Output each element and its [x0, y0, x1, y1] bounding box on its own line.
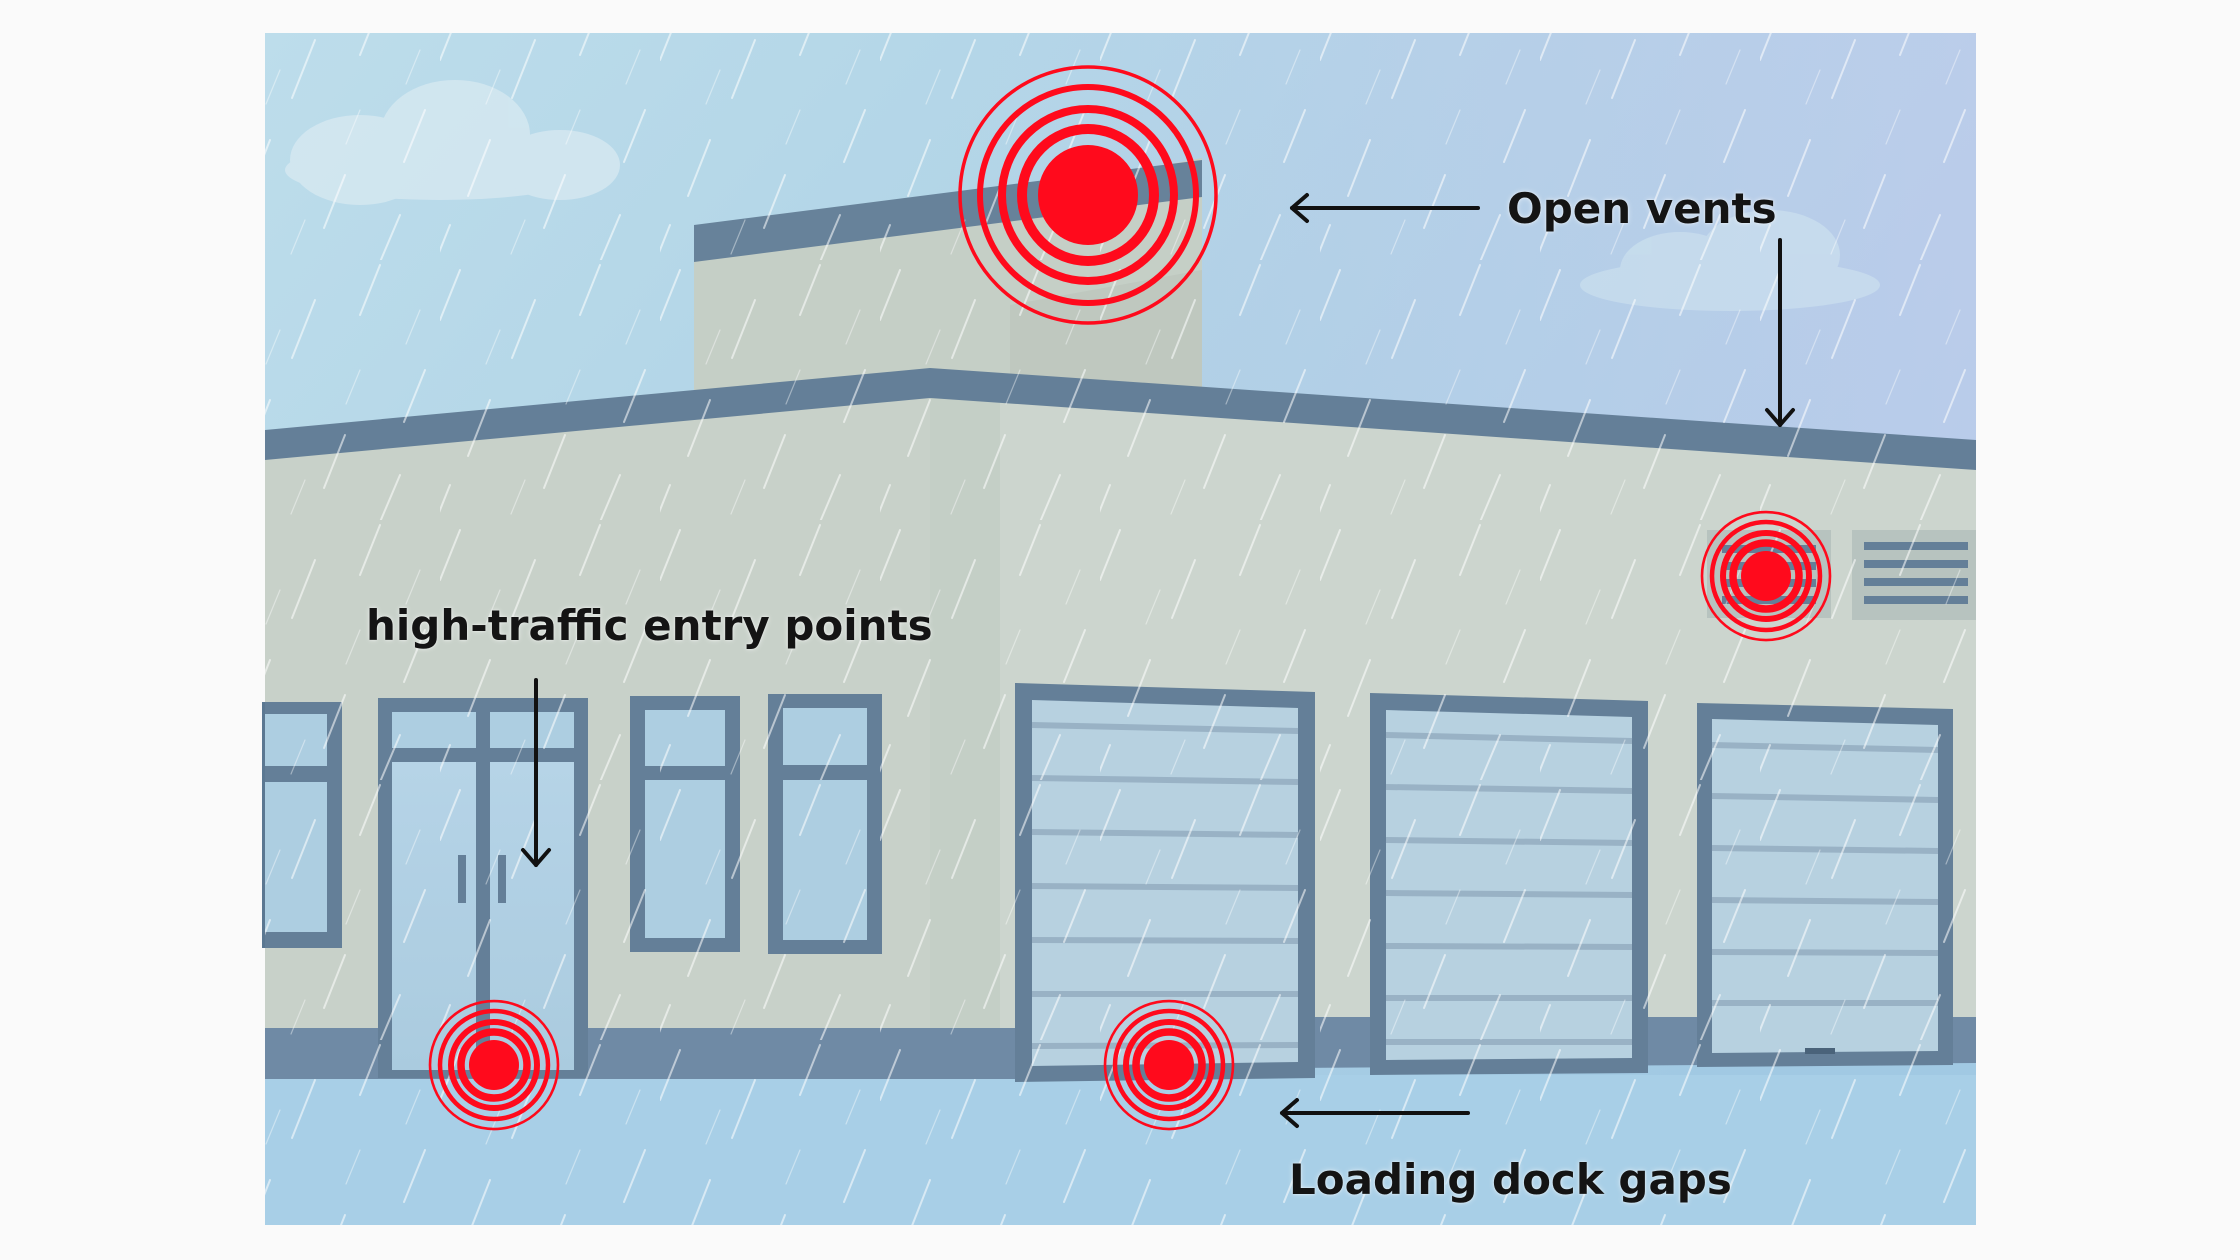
- arrow-high-traffic: [521, 678, 551, 867]
- hotspot-wall-vent: [1700, 510, 1832, 642]
- label-high-traffic-entry-points: high-traffic entry points: [366, 601, 933, 650]
- arrow-open-vents-horizontal: [1290, 193, 1480, 223]
- hotspot-loading-dock: [1103, 999, 1235, 1131]
- hotspot-rooftop-vent: [958, 65, 1218, 325]
- label-loading-dock-gaps: Loading dock gaps: [1289, 1155, 1732, 1204]
- annotation-arrows: [521, 193, 1795, 1128]
- hotspot-markers: [428, 65, 1832, 1131]
- label-open-vents: Open vents: [1507, 184, 1777, 233]
- hotspot-entry-door: [428, 999, 560, 1131]
- arrow-open-vents-vertical: [1765, 238, 1795, 427]
- arrow-loading-dock: [1280, 1098, 1470, 1128]
